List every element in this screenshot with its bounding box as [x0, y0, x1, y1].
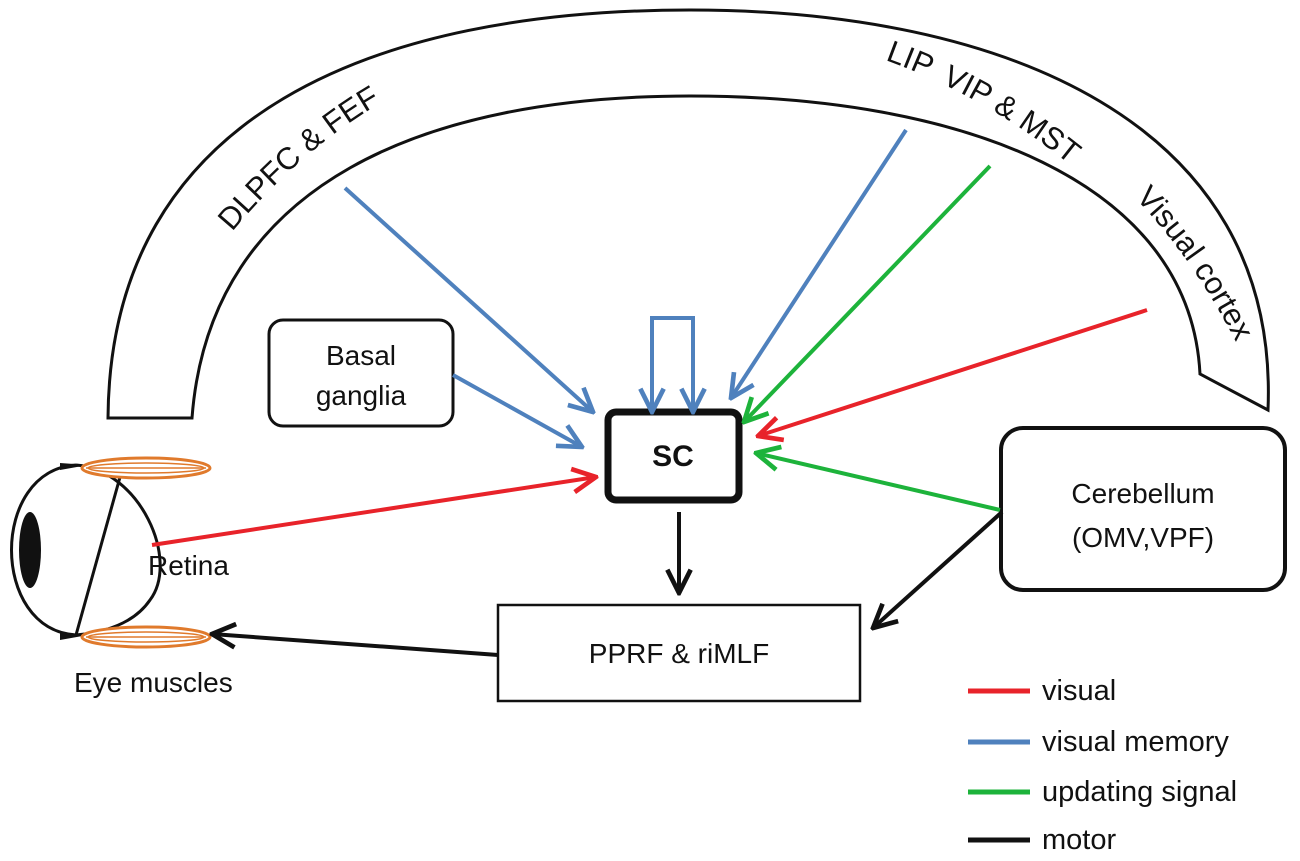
cerebellum-box	[999, 426, 1287, 592]
arrow-visual-cortex-to-sc	[758, 308, 1148, 436]
upper-eye-muscle-icon	[80, 456, 212, 480]
cerebellum-label-line1: Cerebellum	[1071, 478, 1214, 509]
cortex-arc-band	[106, 8, 1270, 420]
legend-label-visual: visual	[1042, 675, 1116, 707]
pprf-rimlf-label: PPRF & riMLF	[589, 638, 769, 669]
arrow-sc-self-loop	[650, 316, 693, 412]
arrow-dlpfc-fef-to-sc	[343, 186, 593, 412]
legend-label-visual-memory: visual memory	[1042, 726, 1229, 758]
legend-label-updating-signal: updating signal	[1042, 776, 1237, 808]
arrow-pprf-to-eye-muscles	[212, 634, 499, 657]
basal-ganglia-label-line1: Basal	[326, 340, 396, 371]
arrow-basal-ganglia-to-sc	[452, 373, 582, 447]
cerebellum-label-line2: (OMV,VPF)	[1072, 522, 1214, 553]
legend-label-motor: motor	[1042, 824, 1116, 856]
sc-box	[604, 408, 743, 504]
sc-label: SC	[652, 440, 694, 473]
basal-ganglia-box	[267, 318, 455, 428]
arrow-cerebellum-to-sc	[756, 453, 1001, 512]
eye-muscles-label: Eye muscles	[74, 667, 233, 698]
arrow-cerebellum-to-pprf	[873, 510, 1004, 628]
arrow-lip-to-sc	[731, 128, 908, 398]
lower-eye-muscle-icon	[80, 625, 212, 649]
pupil-icon	[19, 512, 41, 588]
eye-icon	[10, 463, 162, 640]
eyeball-outline	[10, 463, 124, 637]
retina-label: Retina	[148, 550, 229, 581]
legend: visual visual memory updating signal mot…	[968, 675, 1237, 856]
basal-ganglia-label-line2: ganglia	[316, 380, 407, 411]
arrow-vip-mst-to-sc	[744, 164, 992, 422]
arrow-retina-to-sc	[151, 477, 596, 547]
